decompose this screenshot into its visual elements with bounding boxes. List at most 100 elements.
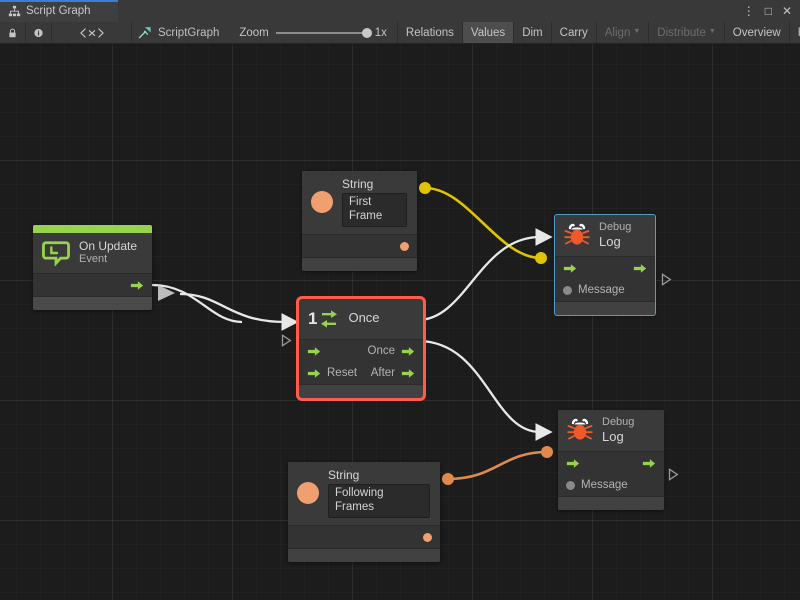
graph-edges-layer xyxy=(151,182,553,485)
edge-once-to-log1 xyxy=(417,228,553,322)
lock-icon xyxy=(9,28,16,37)
variables-button[interactable] xyxy=(52,22,132,43)
string1-title: String xyxy=(342,177,374,191)
graph-name-display: ScriptGraph xyxy=(132,22,229,43)
on-update-node[interactable]: On Update Event xyxy=(33,225,152,311)
window-close-icon[interactable]: ✕ xyxy=(781,4,792,18)
debug-log-1-output-unconnected-marker-icon[interactable] xyxy=(661,273,672,286)
window-tab-bar: Script Graph ⋮ □ ✕ xyxy=(0,0,800,22)
debug-log-node-bottom[interactable]: Debug Log Message xyxy=(558,410,664,511)
string1-output-row[interactable] xyxy=(302,235,417,257)
debug-log-2-flow-row[interactable] xyxy=(558,452,664,474)
debug-log-1-message-port-dot[interactable] xyxy=(563,285,572,295)
toolbar-button-values[interactable]: Values xyxy=(462,22,515,43)
flow-input-arrow-icon[interactable] xyxy=(307,368,321,379)
edge-onupdate-tail xyxy=(179,292,299,331)
on-update-header: On Update Event xyxy=(33,233,152,275)
once-title: Once xyxy=(348,310,380,326)
edge-dot-orange-end xyxy=(541,446,553,458)
string2-footer xyxy=(288,548,440,563)
debug-log-2-header: Debug Log xyxy=(558,410,664,453)
zoom-value-label: 1x xyxy=(374,26,387,39)
scriptgraph-icon xyxy=(138,27,151,39)
debug-log-2-message-row[interactable]: Message xyxy=(558,474,664,496)
once-header: 1 Once xyxy=(299,299,423,340)
zoom-control[interactable]: Zoom 1x xyxy=(229,22,398,43)
chevron-down-icon: ▼ xyxy=(633,28,641,35)
string2-title: String xyxy=(328,468,360,482)
flow-output-arrow-icon[interactable] xyxy=(401,368,415,379)
string-circle-icon xyxy=(311,191,333,214)
lock-button[interactable] xyxy=(0,22,26,43)
on-update-body xyxy=(33,274,152,297)
debug-log-2-message-label: Message xyxy=(581,479,628,492)
tab-bar-empty-area xyxy=(118,0,735,22)
flow-output-arrow-icon[interactable] xyxy=(130,280,144,291)
flow-output-arrow-icon[interactable] xyxy=(633,263,647,274)
toolbar-button-full-screen[interactable]: Full Screen xyxy=(790,22,800,43)
flow-input-arrow-icon[interactable] xyxy=(307,346,321,357)
string2-value-field[interactable]: Following Frames xyxy=(328,484,430,519)
tab-script-graph[interactable]: Script Graph xyxy=(0,0,118,22)
toolbar-button-carry[interactable]: Carry xyxy=(552,22,597,43)
string1-value-field[interactable]: First Frame xyxy=(342,193,407,228)
string1-output-port-dot[interactable] xyxy=(400,241,409,251)
once-loop-icon xyxy=(321,310,338,328)
flow-output-arrow-icon[interactable] xyxy=(642,458,656,469)
flow-input-arrow-icon[interactable] xyxy=(566,458,580,469)
string2-output-row[interactable] xyxy=(288,526,440,548)
debug-log-1-flow-row[interactable] xyxy=(555,257,655,279)
flow-output-arrow-icon[interactable] xyxy=(401,346,415,357)
zoom-slider[interactable] xyxy=(275,27,372,38)
once-output-label-once: Once xyxy=(367,345,396,357)
once-row-in-out-2[interactable]: Reset After xyxy=(299,362,423,384)
edge-dot-yellow-end xyxy=(535,252,547,264)
toolbar-button-distribute[interactable]: Distribute▼ xyxy=(649,22,725,43)
chevron-down-icon: ▼ xyxy=(708,28,716,35)
string-node-following-frames[interactable]: String Following Frames xyxy=(288,462,440,563)
string-node-first-frame[interactable]: String First Frame xyxy=(302,171,417,272)
string2-header: String Following Frames xyxy=(288,462,440,527)
debug-log-2-footer xyxy=(558,496,664,511)
window-controls: ⋮ □ ✕ xyxy=(735,0,800,22)
once-row-in-out-1[interactable]: Once xyxy=(299,340,423,362)
graph-canvas[interactable]: On Update Event String First Frame xyxy=(0,44,800,600)
info-button[interactable] xyxy=(26,22,52,43)
toolbar-button-label: Distribute xyxy=(657,26,706,39)
once-output-label-after: After xyxy=(370,367,395,379)
string1-footer xyxy=(302,257,417,272)
debug-log-1-message-label: Message xyxy=(578,284,625,297)
toolbar-button-dim[interactable]: Dim xyxy=(514,22,552,43)
graph-hierarchy-icon xyxy=(8,5,21,16)
toolbar-button-label: Align xyxy=(604,26,631,39)
debug-log-2-output-unconnected-marker-icon[interactable] xyxy=(668,468,679,481)
toolbar-button-relations[interactable]: Relations xyxy=(398,22,463,43)
debug-log-1-message-row[interactable]: Message xyxy=(555,279,655,301)
graph-toolbar: ScriptGraph Zoom 1x Relations Values Dim Ca… xyxy=(0,22,800,44)
toolbar-button-overview[interactable]: Overview xyxy=(725,22,790,43)
once-body: Once Reset After xyxy=(299,340,423,384)
edge-string2-to-log2-message xyxy=(447,450,548,481)
on-update-title: On Update xyxy=(79,239,138,253)
toolbar-button-label: Carry xyxy=(559,26,588,39)
debug-log-1-header: Debug Log xyxy=(555,215,655,258)
string2-body xyxy=(288,526,440,549)
string1-body xyxy=(302,235,417,258)
debug-log-node-top[interactable]: Debug Log Message xyxy=(554,213,656,317)
once-reset-unconnected-marker-icon[interactable] xyxy=(281,334,292,347)
flow-input-arrow-icon[interactable] xyxy=(563,263,577,274)
zoom-slider-knob[interactable] xyxy=(361,27,372,38)
window-menu-icon[interactable]: ⋮ xyxy=(742,4,755,18)
edge-arrow-onupdate xyxy=(158,285,175,301)
edge-onupdate-to-once xyxy=(151,283,243,324)
window-maximize-icon[interactable]: □ xyxy=(764,4,772,18)
toolbar-button-label: Values xyxy=(470,26,506,39)
string2-output-port-dot[interactable] xyxy=(423,532,432,542)
bug-icon xyxy=(567,418,593,440)
toolbar-button-align[interactable]: Align▼ xyxy=(597,22,650,43)
toolbar-button-label: Relations xyxy=(405,26,454,39)
debug-log-2-message-port-dot[interactable] xyxy=(566,480,575,490)
on-update-output-row[interactable] xyxy=(33,274,152,296)
once-node[interactable]: 1 Once Once xyxy=(296,296,426,401)
